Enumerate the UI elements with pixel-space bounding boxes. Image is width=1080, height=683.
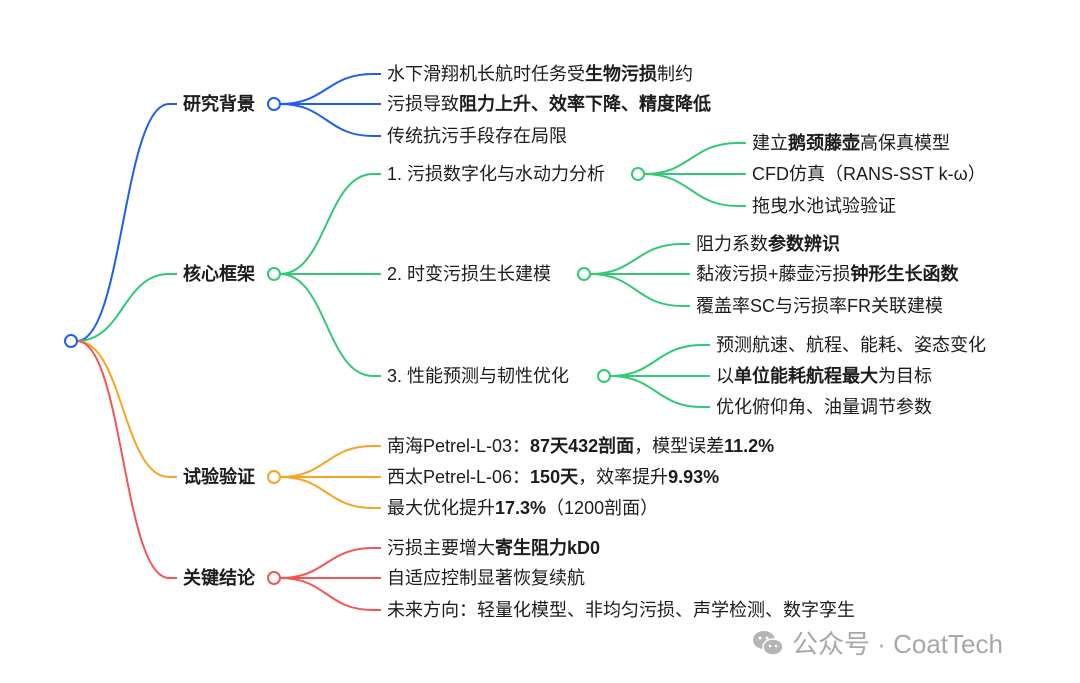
subtopic-node[interactable]: 西太Petrel-L-06：150天，效率提升9.93% bbox=[387, 465, 719, 489]
subtopic-node[interactable]: 传统抗污手段存在局限 bbox=[387, 124, 567, 148]
text-segment: 污损主要增大 bbox=[387, 538, 495, 558]
text-segment: 水下滑翔机长航时任务受 bbox=[387, 64, 585, 84]
subtopic-node[interactable]: 南海Petrel-L-03：87天432剖面，模型误差11.2% bbox=[387, 434, 774, 458]
text-segment: 南海Petrel-L-03： bbox=[387, 436, 531, 456]
leaf-node[interactable]: 预测航速、航程、能耗、姿态变化 bbox=[716, 333, 986, 357]
text-segment: ，效率提升 bbox=[578, 467, 669, 487]
branch-link bbox=[643, 173, 746, 207]
branch-link bbox=[279, 476, 381, 509]
text-segment: （1200剖面） bbox=[546, 498, 659, 518]
branch-link bbox=[76, 340, 177, 478]
leaf-node[interactable]: CFD仿真（RANS-SST k-ω） bbox=[752, 162, 986, 186]
subtopic-node[interactable]: 未来方向：轻量化模型、非均匀污损、声学检测、数字孪生 bbox=[387, 598, 855, 622]
leaf-node[interactable]: 以单位能耗航程最大为目标 bbox=[716, 364, 932, 388]
branch-link bbox=[279, 445, 381, 478]
text-segment: 以 bbox=[716, 366, 734, 386]
branch-link bbox=[279, 173, 381, 275]
text-segment: 阻力系数 bbox=[696, 234, 768, 254]
emphasis-text: 9.93% bbox=[668, 467, 720, 487]
branch-link bbox=[279, 273, 381, 377]
leaf-node[interactable]: 黏液污损+藤壶污损钟形生长函数 bbox=[696, 262, 959, 286]
leaf-node[interactable]: 优化俯仰角、油量调节参数 bbox=[716, 395, 932, 419]
branch-link bbox=[589, 243, 690, 275]
branch-link bbox=[279, 103, 381, 137]
emphasis-text: 钟形生长函数 bbox=[850, 264, 959, 284]
text-segment: 黏液污损+藤壶污损 bbox=[696, 264, 851, 284]
branch-node[interactable]: 研究背景 bbox=[183, 94, 255, 114]
text-segment: 污损导致 bbox=[387, 94, 459, 114]
subtopic-collapse-toggle[interactable] bbox=[577, 267, 591, 281]
leaf-node[interactable]: 拖曳水池试验验证 bbox=[752, 194, 896, 218]
branch-link bbox=[609, 344, 710, 377]
branch-link bbox=[589, 273, 690, 307]
emphasis-text: 17.3% bbox=[495, 498, 547, 518]
leaf-node[interactable]: 建立鹅颈藤壶高保真模型 bbox=[752, 131, 950, 155]
branch-collapse-toggle[interactable] bbox=[267, 267, 281, 281]
branch-link bbox=[76, 273, 177, 342]
leaf-node[interactable]: 覆盖率SC与污损率FR关联建模 bbox=[696, 294, 943, 318]
branch-link bbox=[609, 375, 710, 408]
branch-node[interactable]: 核心框架 bbox=[183, 264, 255, 284]
branch-link bbox=[279, 577, 381, 611]
emphasis-text: 87天432剖面 bbox=[530, 436, 635, 456]
branch-node[interactable]: 关键结论 bbox=[183, 568, 255, 588]
branch-link bbox=[76, 340, 177, 579]
text-segment: 3. 性能预测与韧性优化 bbox=[387, 366, 570, 386]
text-segment: 未来方向：轻量化模型、非均匀污损、声学检测、数字孪生 bbox=[387, 600, 855, 620]
emphasis-text: 生物污损 bbox=[585, 64, 657, 84]
subtopic-node[interactable]: 1. 污损数字化与水动力分析 bbox=[387, 162, 605, 186]
branch-collapse-toggle[interactable] bbox=[267, 97, 281, 111]
emphasis-text: 单位能耗航程最大 bbox=[734, 366, 878, 386]
subtopic-node[interactable]: 污损导致阻力上升、效率下降、精度降低 bbox=[387, 92, 711, 116]
branch-link bbox=[279, 73, 381, 105]
text-segment: 拖曳水池试验验证 bbox=[752, 196, 896, 216]
subtopic-node[interactable]: 自适应控制显著恢复续航 bbox=[387, 566, 585, 590]
text-segment: 制约 bbox=[657, 64, 693, 84]
text-segment: 预测航速、航程、能耗、姿态变化 bbox=[716, 335, 986, 355]
text-segment: 西太Petrel-L-06： bbox=[387, 467, 531, 487]
subtopic-node[interactable]: 2. 时变污损生长建模 bbox=[387, 262, 551, 286]
emphasis-text: 寄生阻力kD0 bbox=[495, 538, 601, 558]
subtopic-node[interactable]: 污损主要增大寄生阻力kD0 bbox=[387, 536, 600, 560]
subtopic-collapse-toggle[interactable] bbox=[631, 167, 645, 181]
branch-link bbox=[279, 547, 381, 579]
subtopic-node[interactable]: 水下滑翔机长航时任务受生物污损制约 bbox=[387, 62, 693, 86]
branch-collapse-toggle[interactable] bbox=[267, 571, 281, 585]
leaf-node[interactable]: 阻力系数参数辨识 bbox=[696, 232, 840, 256]
text-segment: ，模型误差 bbox=[634, 436, 725, 456]
text-segment: 建立 bbox=[752, 133, 788, 153]
emphasis-text: 150天 bbox=[530, 467, 579, 487]
text-segment: CFD仿真（RANS-SST k-ω） bbox=[752, 164, 986, 184]
text-segment: 优化俯仰角、油量调节参数 bbox=[716, 397, 932, 417]
text-segment: 2. 时变污损生长建模 bbox=[387, 264, 552, 284]
text-segment: 高保真模型 bbox=[860, 133, 950, 153]
branch-node[interactable]: 试验验证 bbox=[183, 467, 255, 487]
subtopic-collapse-toggle[interactable] bbox=[597, 369, 611, 383]
text-segment: 传统抗污手段存在局限 bbox=[387, 126, 567, 146]
emphasis-text: 鹅颈藤壶 bbox=[788, 133, 860, 153]
emphasis-text: 11.2% bbox=[724, 436, 775, 456]
branch-link bbox=[76, 103, 177, 342]
wechat-icon bbox=[753, 630, 784, 656]
text-segment: 自适应控制显著恢复续航 bbox=[387, 568, 585, 588]
emphasis-text: 阻力上升、效率下降、精度降低 bbox=[459, 94, 711, 114]
root-node[interactable] bbox=[64, 334, 78, 348]
emphasis-text: 参数辨识 bbox=[768, 234, 840, 254]
text-segment: 覆盖率SC与污损率FR关联建模 bbox=[696, 296, 943, 316]
text-segment: 为目标 bbox=[878, 366, 932, 386]
watermark-text: 公众号 · CoatTech bbox=[792, 629, 1003, 659]
branch-collapse-toggle[interactable] bbox=[267, 470, 281, 484]
branch-link bbox=[643, 142, 746, 175]
subtopic-node[interactable]: 最大优化提升17.3%（1200剖面） bbox=[387, 496, 658, 520]
text-segment: 最大优化提升 bbox=[387, 498, 495, 518]
subtopic-node[interactable]: 3. 性能预测与韧性优化 bbox=[387, 364, 569, 388]
text-segment: 1. 污损数字化与水动力分析 bbox=[387, 164, 606, 184]
watermark: 公众号 · CoatTech bbox=[752, 624, 1003, 661]
